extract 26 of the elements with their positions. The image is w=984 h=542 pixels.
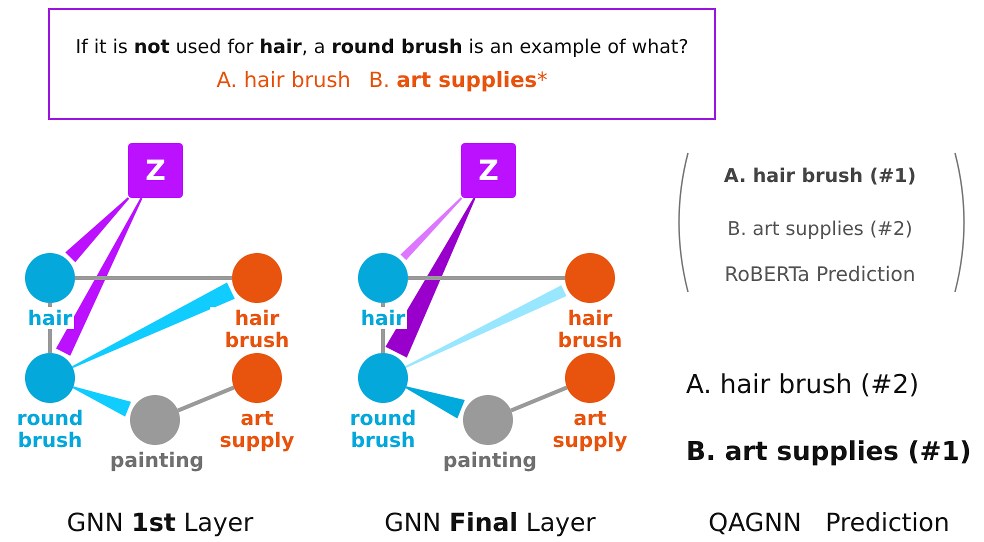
latent-node-box: Z [128,143,183,198]
attention-wedge [56,198,142,356]
graph-edge [177,386,235,412]
graph-edge [75,276,232,280]
graph-edge [510,386,568,412]
prediction-text: B. art supplies (#2) [726,219,914,240]
attention-wedge [385,198,476,358]
attention-wedge [65,197,130,262]
panel-caption: QAGNN Prediction [707,509,951,536]
attention-wedge [406,386,465,419]
attention-wedge [405,285,566,368]
latent-node-box: Z [461,143,516,198]
question-box [48,8,716,120]
question-text: If it is not used for hair, a round brush is an example of what? [76,36,688,58]
prediction-text: B. art supplies (#1) [686,438,972,467]
graph-edge [408,276,565,280]
prediction-text: RoBERTa Prediction [724,263,916,285]
attention-wedge [72,386,132,417]
prediction-text: A. hair brush (#1) [722,166,918,187]
answer-option: B. art supplies* [368,68,548,92]
prediction-text: A. hair brush (#2) [686,371,920,400]
panel-caption: GNN Final Layer [383,509,597,536]
answer-option: A. hair brush [216,68,351,92]
attention-wedge [400,197,462,260]
panel-caption: GNN 1st Layer [66,509,254,536]
attention-wedge [72,282,235,368]
